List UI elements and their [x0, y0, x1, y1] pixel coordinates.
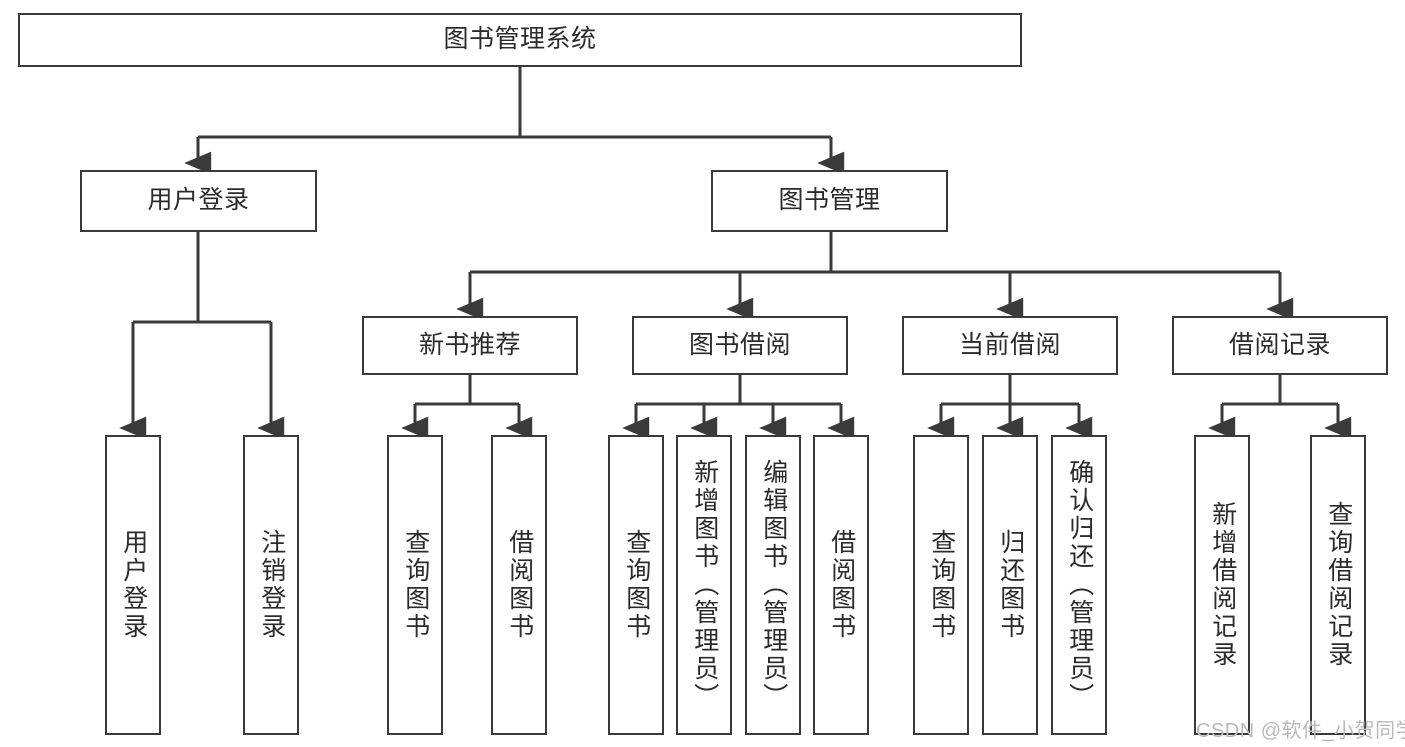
node-leaf-add-record[interactable]: 新增借阅记录 — [1194, 435, 1250, 735]
node-leaf-add-book-label: 新增图书（管理员） — [690, 459, 719, 711]
node-current-borrow[interactable]: 当前借阅 — [902, 316, 1118, 375]
node-leaf-confirm-return-label: 确认归还（管理员） — [1065, 459, 1094, 711]
node-borrow-record-label: 借阅记录 — [1228, 330, 1331, 359]
node-leaf-edit-book[interactable]: 编辑图书（管理员） — [745, 435, 801, 735]
node-new-book-recommend[interactable]: 新书推荐 — [362, 316, 578, 375]
node-leaf-query-book-3-label: 查询图书 — [927, 529, 956, 641]
node-root-label: 图书管理系统 — [443, 25, 597, 54]
node-leaf-add-book[interactable]: 新增图书（管理员） — [676, 435, 732, 735]
node-borrow-record[interactable]: 借阅记录 — [1172, 316, 1388, 375]
node-leaf-query-record[interactable]: 查询借阅记录 — [1310, 435, 1366, 735]
node-new-book-recommend-label: 新书推荐 — [418, 330, 521, 359]
node-leaf-add-record-label: 新增借阅记录 — [1208, 501, 1237, 669]
node-book-management-label: 图书管理 — [778, 186, 881, 215]
node-leaf-query-book-1[interactable]: 查询图书 — [387, 435, 443, 735]
node-leaf-query-book-1-label: 查询图书 — [401, 529, 430, 641]
node-leaf-borrow-book-1[interactable]: 借阅图书 — [491, 435, 547, 735]
node-leaf-confirm-return[interactable]: 确认归还（管理员） — [1051, 435, 1107, 735]
node-leaf-query-record-label: 查询借阅记录 — [1324, 501, 1353, 669]
node-user-login-label: 用户登录 — [147, 186, 250, 215]
node-leaf-borrow-book-2[interactable]: 借阅图书 — [813, 435, 869, 735]
node-leaf-borrow-book-2-label: 借阅图书 — [827, 529, 856, 641]
node-leaf-user-logout[interactable]: 注销登录 — [243, 435, 299, 735]
node-user-login[interactable]: 用户登录 — [80, 170, 317, 232]
node-leaf-user-login-label: 用户登录 — [119, 529, 148, 641]
node-book-management[interactable]: 图书管理 — [711, 170, 948, 232]
node-leaf-user-login[interactable]: 用户登录 — [105, 435, 161, 735]
node-leaf-return-book-label: 归还图书 — [996, 529, 1025, 641]
node-leaf-borrow-book-1-label: 借阅图书 — [505, 529, 534, 641]
node-root[interactable]: 图书管理系统 — [18, 13, 1022, 67]
node-leaf-user-logout-label: 注销登录 — [257, 529, 286, 641]
node-leaf-query-book-3[interactable]: 查询图书 — [913, 435, 969, 735]
node-leaf-return-book[interactable]: 归还图书 — [982, 435, 1038, 735]
node-current-borrow-label: 当前借阅 — [958, 330, 1061, 359]
node-leaf-query-book-2[interactable]: 查询图书 — [608, 435, 664, 735]
node-leaf-query-book-2-label: 查询图书 — [622, 529, 651, 641]
node-leaf-edit-book-label: 编辑图书（管理员） — [759, 459, 788, 711]
node-book-borrow[interactable]: 图书借阅 — [632, 316, 848, 375]
node-book-borrow-label: 图书借阅 — [688, 330, 791, 359]
